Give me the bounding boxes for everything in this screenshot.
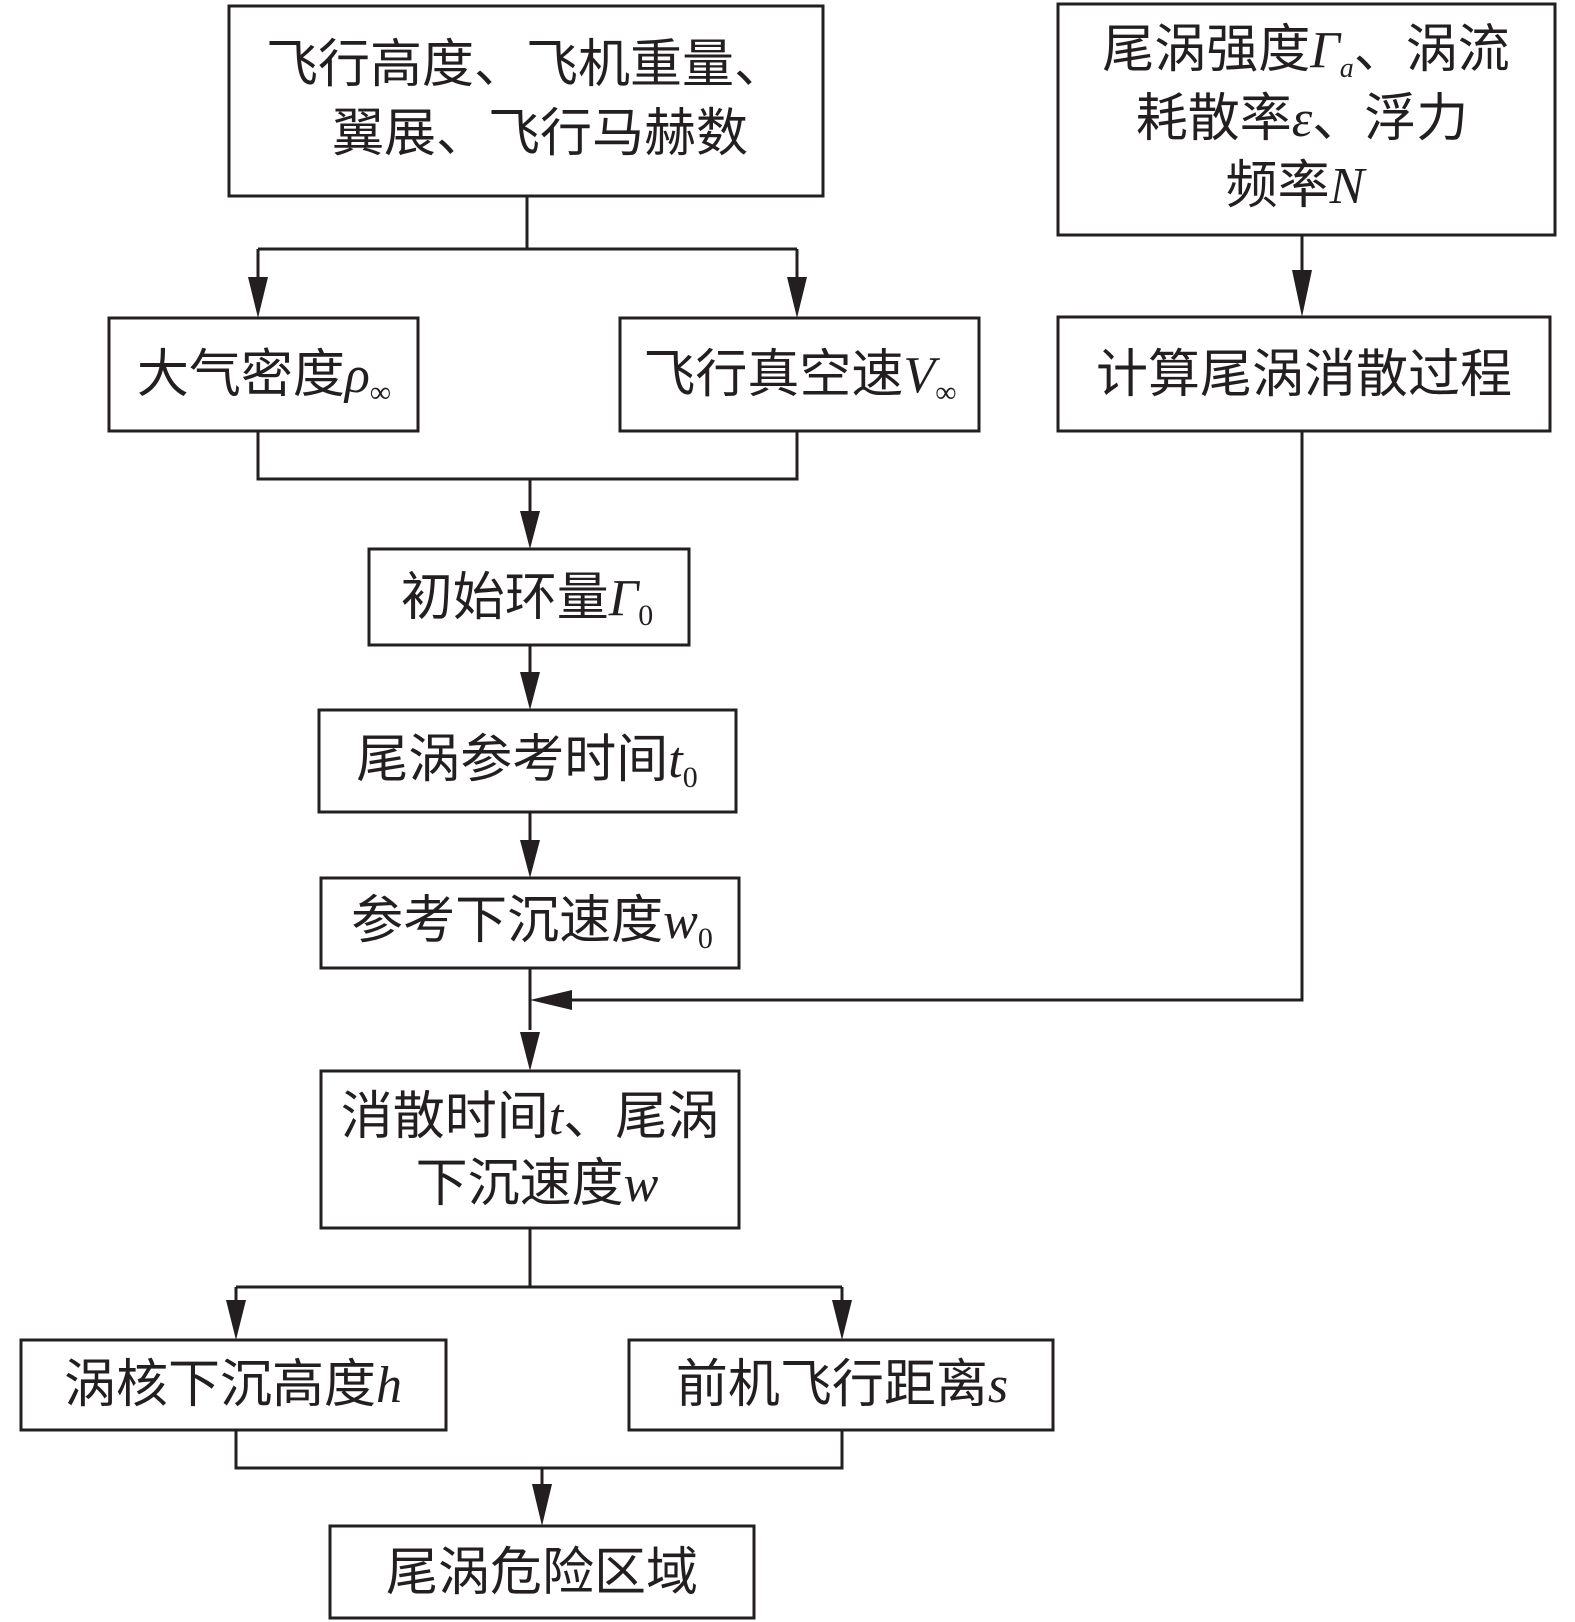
node-dissipation-time-line1: 消散时间t、尾涡 — [341, 1087, 719, 1147]
reference-sink-speed-symbol: w — [663, 893, 698, 950]
reference-sink-speed-label: 参考下沉速度 — [351, 891, 663, 951]
air-density-symbol: ρ — [343, 347, 370, 404]
node-hazard-zone-text: 尾涡危险区域 — [386, 1543, 698, 1603]
eddy-label: 、涡流 — [1354, 20, 1510, 80]
frequency-symbol: N — [1329, 158, 1368, 215]
node-core-sink-height-text: 涡核下沉高度h — [64, 1355, 402, 1415]
connector-merge-density-speed — [256, 431, 799, 481]
arrow-down-dissipation-time — [520, 1032, 540, 1071]
arrow-down-core-sink-height — [226, 1300, 246, 1340]
node-reference-sink-speed-text: 参考下沉速度w0 — [351, 891, 713, 955]
true-airspeed-label: 飞行真空速 — [643, 345, 903, 405]
sink-speed-symbol: w — [624, 1156, 659, 1213]
arrow-down-leader-distance — [832, 1300, 852, 1340]
arrow-down-initial-circulation — [520, 511, 540, 549]
node-dissipation-process-box — [1056, 315, 1552, 433]
vortex-strength-symbol: Γ — [1309, 22, 1342, 79]
reference-time-symbol: t — [668, 732, 684, 789]
node-hazard-zone-box — [328, 1524, 756, 1620]
node-core-sink-height-box — [19, 1338, 448, 1432]
node-leader-distance-text: 前机飞行距离s — [676, 1355, 1008, 1415]
initial-circulation-subscript: 0 — [638, 599, 653, 632]
node-inputs-box — [227, 4, 825, 198]
node-vortex-params: 尾涡强度Γa、涡流 耗散率ε、浮力 频率N — [1056, 2, 1557, 237]
node-vortex-params-line3: 频率N — [1226, 156, 1368, 216]
connector-process-to-merge — [570, 431, 1304, 1002]
node-dissipation-time: 消散时间t、尾涡 下沉速度w — [319, 1069, 741, 1230]
reference-time-subscript: 0 — [683, 761, 698, 794]
node-dissipation-process-text: 计算尾涡消散过程 — [1096, 345, 1512, 405]
dissipation-time-label: 消散时间 — [341, 1087, 549, 1147]
node-vortex-params-line1: 尾涡强度Γa、涡流 — [1102, 20, 1510, 84]
node-reference-time-box — [317, 708, 738, 814]
arrowheads — [226, 270, 1312, 1526]
node-air-density: 大气密度ρ∞ — [107, 316, 420, 433]
arrow-down-air-density — [248, 277, 268, 318]
node-inputs: 飞行高度、飞机重量、 翼展、飞行马赫数 — [227, 4, 825, 198]
node-dissipation-time-box — [319, 1069, 741, 1230]
node-dissipation-time-line2: 下沉速度w — [416, 1154, 659, 1214]
node-inputs-line2: 翼展、飞行马赫数 — [332, 104, 748, 164]
true-airspeed-symbol: V — [903, 347, 940, 404]
node-initial-circulation-box — [367, 547, 691, 647]
arrow-down-true-airspeed — [787, 277, 807, 318]
node-vortex-params-box — [1056, 2, 1557, 237]
arrow-down-hazard-zone — [532, 1484, 552, 1526]
sink-speed-label: 下沉速度 — [416, 1154, 624, 1214]
dissipation-time-symbol: t — [549, 1089, 565, 1146]
node-initial-circulation: 初始环量Γ0 — [367, 547, 691, 647]
frequency-label: 频率 — [1226, 156, 1330, 216]
core-sink-height-label: 涡核下沉高度 — [64, 1355, 376, 1415]
node-leader-distance: 前机飞行距离s — [627, 1338, 1055, 1432]
node-true-airspeed: 飞行真空速V∞ — [618, 316, 981, 433]
node-air-density-box — [107, 316, 420, 433]
leader-distance-symbol: s — [988, 1357, 1008, 1414]
node-core-sink-height: 涡核下沉高度h — [19, 1338, 448, 1432]
air-density-subscript: ∞ — [370, 376, 391, 409]
dissipation-rate-symbol: ε — [1292, 91, 1313, 148]
initial-circulation-label: 初始环量 — [401, 568, 609, 628]
connector-merge-height-distance — [234, 1430, 844, 1470]
air-density-label: 大气密度 — [137, 345, 345, 405]
arrow-down-reference-time — [520, 672, 540, 710]
node-initial-circulation-text: 初始环量Γ0 — [401, 568, 654, 632]
node-reference-time: 尾涡参考时间t0 — [317, 708, 738, 814]
node-reference-time-text: 尾涡参考时间t0 — [356, 730, 697, 794]
reference-sink-speed-subscript: 0 — [698, 922, 713, 955]
node-true-airspeed-box — [618, 316, 981, 433]
arrow-down-dissipation-process — [1292, 270, 1312, 317]
node-dissipation-process: 计算尾涡消散过程 — [1056, 315, 1552, 433]
node-true-airspeed-text: 飞行真空速V∞ — [643, 345, 956, 409]
initial-circulation-symbol: Γ — [608, 570, 641, 627]
vortex-strength-label: 尾涡强度 — [1102, 20, 1310, 80]
reference-time-label: 尾涡参考时间 — [356, 730, 668, 790]
buoyancy-label: 、浮力 — [1312, 89, 1468, 149]
leader-distance-label: 前机飞行距离 — [676, 1355, 988, 1415]
core-sink-height-symbol: h — [376, 1357, 402, 1414]
wake-label: 、尾涡 — [563, 1087, 719, 1147]
node-reference-sink-speed: 参考下沉速度w0 — [319, 876, 741, 970]
vortex-strength-subscript: a — [1340, 53, 1354, 84]
node-reference-sink-speed-box — [319, 876, 741, 970]
node-vortex-params-line2: 耗散率ε、浮力 — [1136, 89, 1469, 149]
true-airspeed-subscript: ∞ — [935, 376, 956, 409]
node-air-density-text: 大气密度ρ∞ — [137, 345, 391, 409]
arrow-left-merge — [530, 990, 572, 1010]
node-hazard-zone: 尾涡危险区域 — [328, 1524, 756, 1620]
node-inputs-line1: 飞行高度、飞机重量、 — [266, 35, 786, 95]
dissipation-rate-label: 耗散率 — [1136, 89, 1292, 149]
arrow-down-reference-sink-speed — [520, 840, 540, 878]
node-leader-distance-box — [627, 1338, 1055, 1432]
